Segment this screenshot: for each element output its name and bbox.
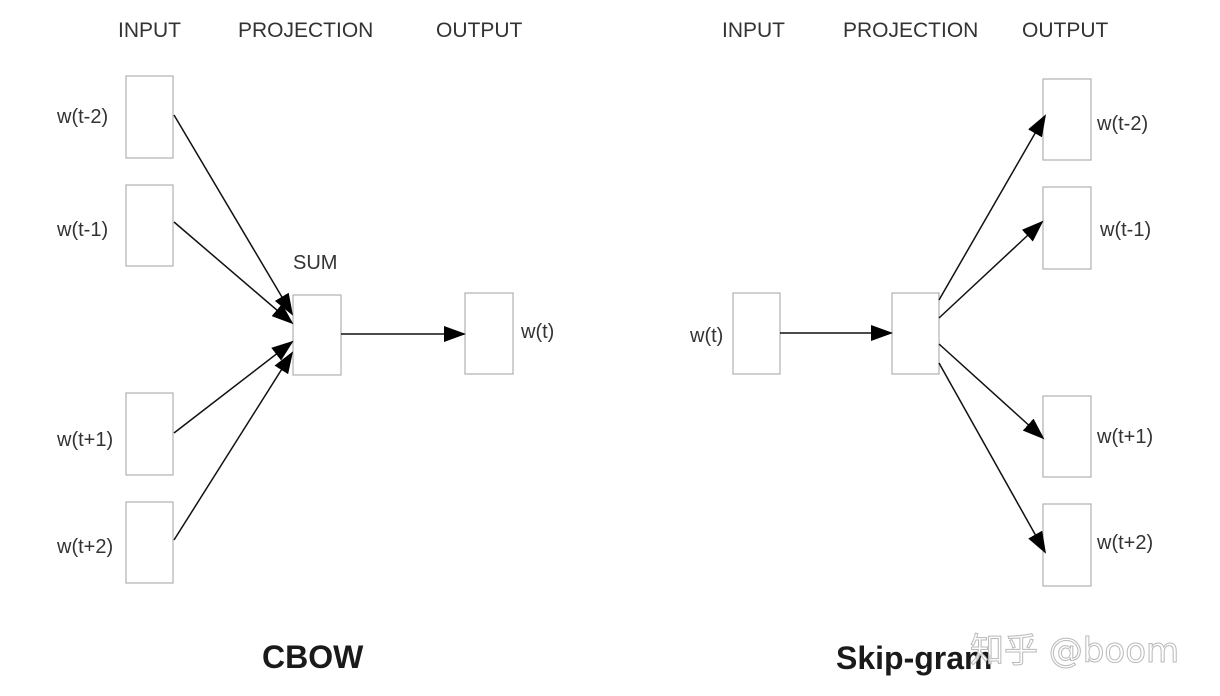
skipgram-output-label-t+2: w(t+2): [1096, 532, 1153, 554]
skipgram-title: Skip-gram: [836, 640, 992, 676]
skipgram-input-header: INPUT: [722, 19, 785, 42]
skipgram-output-label-t-2: w(t-2): [1096, 113, 1148, 135]
skipgram-output-box-t+2: [1042, 503, 1092, 587]
skipgram-projection-header: PROJECTION: [843, 19, 978, 42]
skipgram-output-label-t-1: w(t-1): [1099, 219, 1151, 241]
cbow-input-label-t+2: w(t+2): [56, 536, 113, 558]
cbow-input-box-t+2: [125, 501, 174, 584]
cbow-projection-header: PROJECTION: [238, 19, 373, 42]
skipgram-output-box-t-1: [1042, 186, 1092, 270]
cbow-input-header: INPUT: [118, 19, 181, 42]
cbow-output-box: [464, 292, 514, 375]
cbow-panel: INPUT PROJECTION OUTPUT w(t-2) w(t-1) w(…: [56, 19, 554, 675]
cbow-edge-t+2-to-sum: [173, 351, 294, 541]
cbow-edge-t+1-to-sum: [173, 340, 294, 434]
cbow-edge-t-1-to-sum: [173, 221, 294, 325]
skipgram-output-box-t-2: [1042, 78, 1092, 161]
skipgram-projection-box: [891, 292, 940, 375]
cbow-edge-t-2-to-sum: [173, 114, 294, 316]
skipgram-edge-projection-to-t+2: [938, 362, 1046, 554]
cbow-input-label-t+1: w(t+1): [56, 429, 113, 451]
skipgram-output-box-t+1: [1042, 395, 1092, 478]
skipgram-edge-projection-to-t+1: [938, 343, 1045, 440]
cbow-title: CBOW: [262, 639, 364, 675]
skipgram-input-box: [732, 292, 781, 375]
cbow-input-box-t-2: [125, 75, 174, 159]
skipgram-output-label-t+1: w(t+1): [1096, 426, 1153, 448]
skipgram-edge-projection-to-t-1: [938, 220, 1044, 319]
skipgram-output-header: OUTPUT: [1022, 19, 1109, 42]
cbow-projection-box: [292, 294, 342, 376]
cbow-output-label: w(t): [520, 321, 554, 343]
cbow-input-box-t+1: [125, 392, 174, 476]
skipgram-panel: INPUT PROJECTION OUTPUT w(t) w(t-2) w(t-…: [689, 19, 1153, 676]
skipgram-edge-projection-to-t-2: [938, 114, 1046, 301]
cbow-input-label-t-2: w(t-2): [56, 106, 108, 128]
watermark-text: 知乎 @boom: [970, 631, 1179, 671]
cbow-input-label-t-1: w(t-1): [56, 219, 108, 241]
skipgram-input-label: w(t): [689, 325, 723, 347]
cbow-sum-label: SUM: [293, 252, 337, 274]
cbow-output-header: OUTPUT: [436, 19, 523, 42]
cbow-input-box-t-1: [125, 184, 174, 267]
